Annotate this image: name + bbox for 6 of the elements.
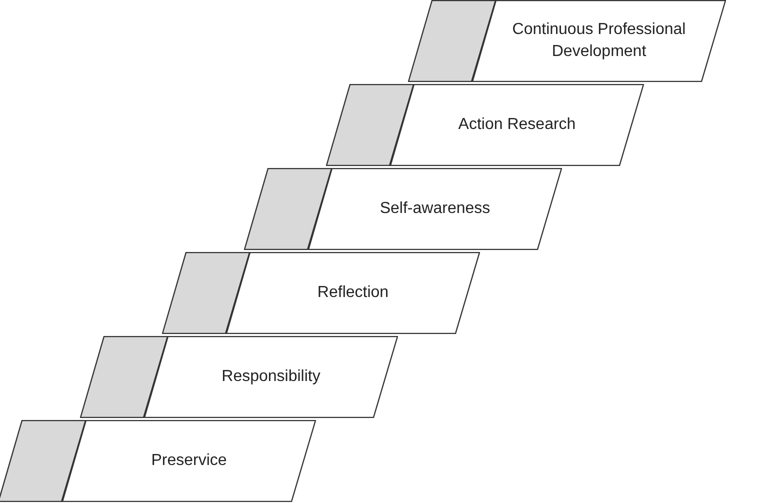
step-label: Action Research: [457, 115, 577, 135]
step-label: Preservice: [150, 451, 228, 471]
step-label: Self-awareness: [378, 199, 492, 219]
step-label: Reflection: [316, 283, 390, 303]
step-label: Responsibility: [220, 367, 322, 387]
step-label: Continuous Professional Development: [511, 20, 687, 62]
